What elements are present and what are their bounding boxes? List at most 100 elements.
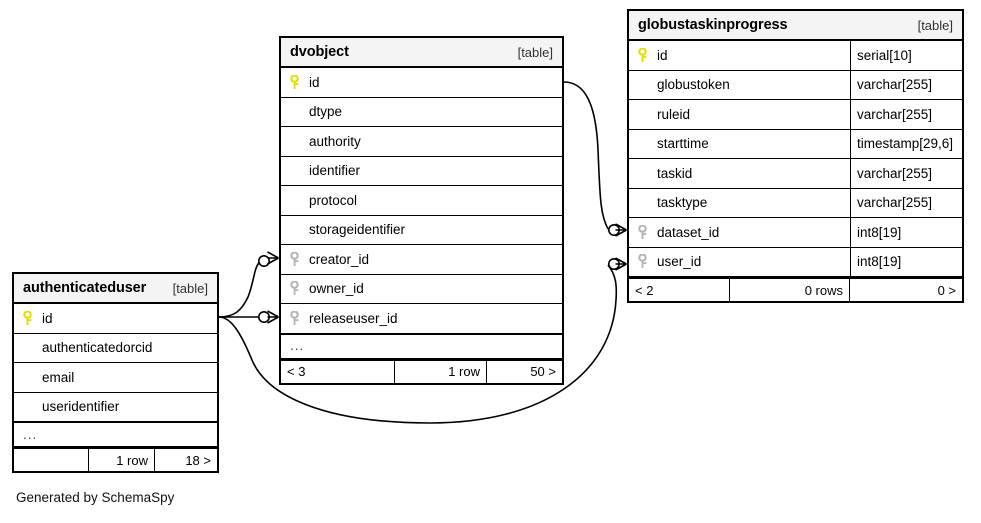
primary-key-icon [638, 47, 657, 63]
column-type: varchar[255] [857, 77, 933, 93]
footer-prev-count[interactable]: < 2 [635, 282, 654, 298]
column-name: authority [309, 133, 361, 149]
column-name-cell: tasktype [629, 189, 850, 218]
column-name: dataset_id [657, 224, 720, 240]
footer-next-count[interactable]: 50 > [486, 360, 562, 383]
column-name: email [42, 369, 75, 385]
column-name-cell: owner_id [281, 275, 562, 304]
column-name-cell: dtype [281, 98, 562, 127]
table-row[interactable]: creator_id [281, 245, 562, 275]
column-type: timestamp[29,6] [857, 136, 954, 152]
table-row[interactable]: globustoken varchar[255] [629, 70, 962, 100]
column-name-cell: identifier [281, 157, 562, 186]
column-name: identifier [309, 163, 361, 179]
table-type-tag: [table] [172, 280, 208, 296]
column-name: globustoken [657, 77, 730, 93]
column-name: ruleid [657, 106, 691, 122]
column-name-cell: id [14, 304, 217, 333]
more-columns-indicator: ... [14, 422, 217, 447]
table-row[interactable]: owner_id [281, 275, 562, 304]
column-type-cell: varchar[255] [850, 188, 962, 217]
table-row[interactable]: taskid varchar[255] [629, 159, 962, 189]
column-type-cell: varchar[255] [850, 100, 962, 129]
column-name-cell: protocol [281, 186, 562, 215]
footer-next-count[interactable]: 0 > [849, 279, 962, 301]
column-name: useridentifier [42, 399, 120, 415]
table-row[interactable]: identifier [281, 157, 562, 186]
table-footer-dvobject: < 3 1 row 50 > [281, 358, 562, 383]
table-type-tag: [table] [517, 44, 553, 60]
table-header-authenticateduser: authenticateduser [table] [14, 274, 217, 304]
column-name-cell: authenticatedorcid [14, 334, 217, 363]
footer-row-count: 1 row [394, 360, 486, 383]
column-name-cell: creator_id [281, 245, 562, 274]
table-row[interactable]: email [14, 363, 217, 393]
table-row[interactable]: id serial[10] [629, 41, 962, 71]
table-header-globustaskinprogress: globustaskinprogress [table] [629, 11, 962, 41]
column-name: id [42, 310, 53, 326]
table-footer-globustaskinprogress: < 2 0 rows 0 > [629, 277, 962, 301]
table-row[interactable]: user_id int8[19] [629, 247, 962, 277]
foreign-key-icon [290, 251, 309, 267]
column-name: releaseuser_id [309, 310, 398, 326]
column-name-cell: authority [281, 127, 562, 156]
column-name: tasktype [657, 195, 708, 211]
column-name: dtype [309, 104, 343, 120]
primary-key-icon [290, 74, 309, 90]
column-type: int8[19] [857, 254, 902, 270]
table-authenticateduser[interactable]: authenticateduser [table] id authenticat… [12, 272, 219, 473]
table-row[interactable]: protocol [281, 186, 562, 216]
column-name: starttime [657, 136, 709, 152]
table-title: authenticateduser [23, 280, 147, 296]
column-name-cell: user_id [629, 248, 850, 277]
table-row[interactable]: storageidentifier [281, 216, 562, 245]
column-name: taskid [657, 165, 693, 181]
column-type: serial[10] [857, 47, 912, 63]
primary-key-icon [23, 310, 42, 326]
foreign-key-icon [638, 254, 657, 269]
column-type-cell: varchar[255] [850, 159, 962, 188]
table-row[interactable]: id [281, 68, 562, 98]
table-row[interactable]: dataset_id int8[19] [629, 218, 962, 248]
column-name: authenticatedorcid [42, 340, 153, 356]
table-row[interactable]: starttime timestamp[29,6] [629, 129, 962, 159]
footer-prev-count[interactable]: < 3 [287, 364, 306, 379]
more-columns-indicator: ... [281, 333, 562, 359]
relationship-dvobject-id-to-globustaskinprogress-dataset-id [563, 81, 609, 230]
table-row[interactable]: dtype [281, 98, 562, 127]
table-dvobject[interactable]: dvobject [table] id dtype [279, 36, 564, 385]
footer-next-count[interactable]: 18 > [154, 449, 217, 471]
column-name: creator_id [309, 251, 370, 267]
column-name-cell: useridentifier [14, 393, 217, 422]
footer-prev-count[interactable] [14, 449, 88, 471]
table-row[interactable]: id [14, 304, 217, 334]
table-row[interactable]: authority [281, 127, 562, 157]
column-name-cell: storageidentifier [281, 216, 562, 245]
column-name: user_id [657, 254, 702, 270]
column-name: owner_id [309, 281, 364, 297]
column-type-cell: int8[19] [850, 247, 962, 276]
table-row[interactable]: useridentifier [14, 393, 217, 422]
foreign-key-icon [290, 310, 309, 326]
column-name: storageidentifier [309, 222, 406, 238]
footer-row-count: 0 rows [729, 279, 849, 301]
foreign-key-icon [638, 224, 657, 240]
column-name-cell: starttime [629, 130, 850, 159]
table-globustaskinprogress[interactable]: globustaskinprogress [table] id serial[1… [627, 9, 964, 303]
column-name: protocol [309, 192, 358, 208]
table-row[interactable]: releaseuser_id [281, 304, 562, 334]
generated-by-credit: Generated by SchemaSpy [16, 490, 175, 505]
table-row[interactable]: authenticatedorcid [14, 334, 217, 363]
column-name-cell: releaseuser_id [281, 304, 562, 333]
column-name-cell: ruleid [629, 100, 850, 129]
column-name: id [309, 74, 320, 90]
column-type: varchar[255] [857, 195, 933, 211]
ellipsis-text: ... [23, 426, 38, 442]
foreign-key-icon [290, 281, 309, 296]
column-name-cell: globustoken [629, 71, 850, 100]
column-name-cell: dataset_id [629, 218, 850, 247]
table-row[interactable]: tasktype varchar[255] [629, 188, 962, 218]
table-row[interactable]: ruleid varchar[255] [629, 100, 962, 130]
column-name-cell: taskid [629, 159, 850, 188]
